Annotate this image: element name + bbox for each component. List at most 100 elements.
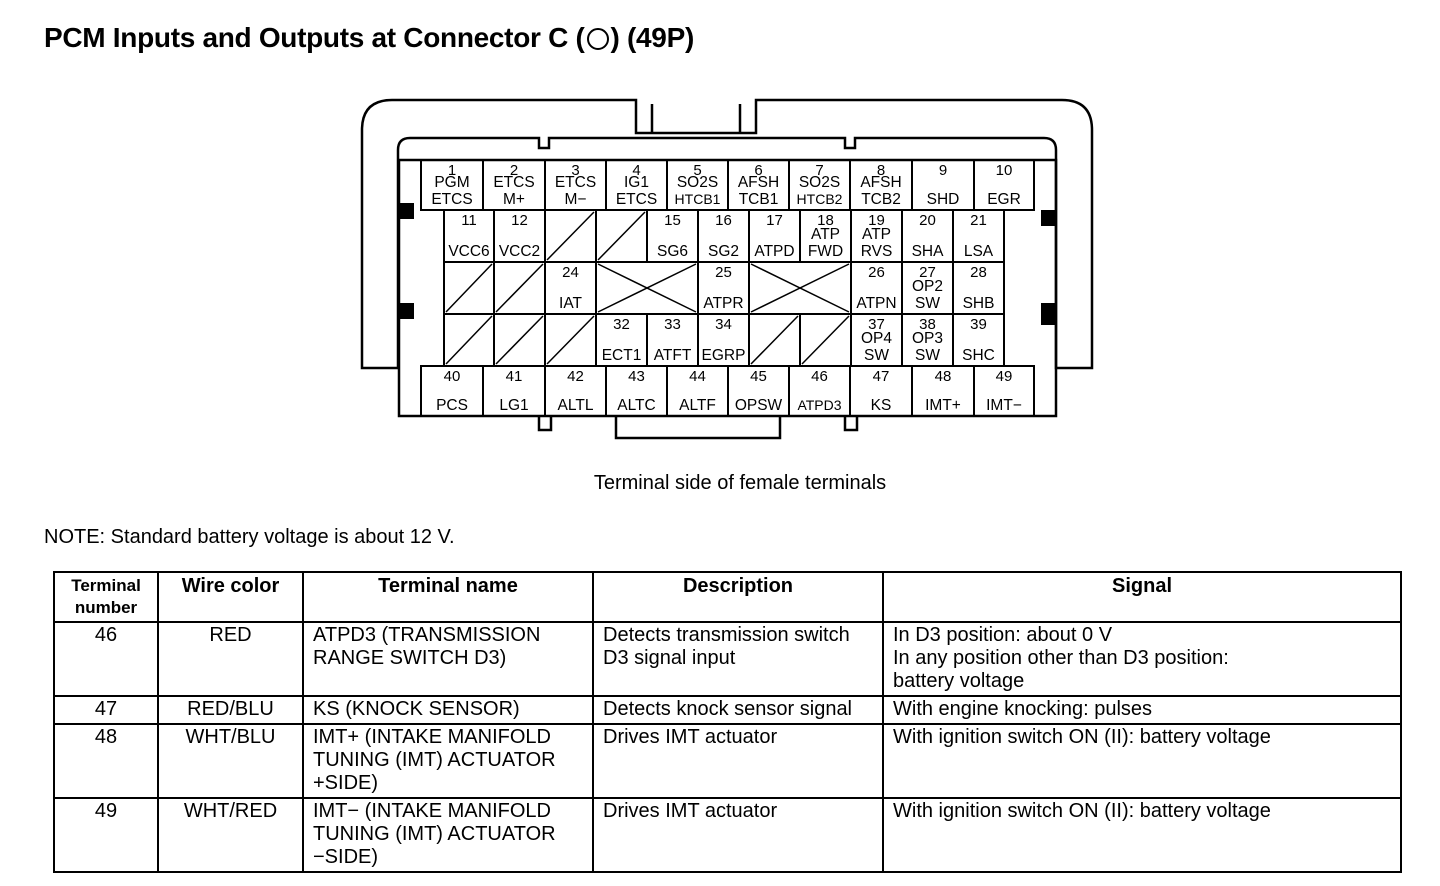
terminal-label: IMT− (986, 397, 1022, 414)
cell-terminal-name: ATPD3 (TRANSMISSION RANGE SWITCH D3) (302, 621, 594, 697)
terminal-label: TCB1 (739, 191, 779, 208)
cell-signal: In D3 position: about 0 V In any positio… (882, 621, 1402, 697)
terminal-number: 24 (562, 264, 579, 281)
terminal-label: VCC2 (499, 243, 540, 260)
terminal-label: IAT (559, 295, 582, 312)
page-title: PCM Inputs and Outputs at Connector C ()… (44, 22, 694, 54)
terminal-number: 43 (628, 368, 645, 385)
terminal-label: ATP (862, 226, 891, 243)
terminal-number: 5 (693, 162, 701, 179)
terminal-number: 42 (567, 368, 584, 385)
unused-cavity-slash (597, 263, 697, 313)
terminal-label: ATPD (754, 243, 794, 260)
header-terminal-number: Terminal number (53, 571, 159, 623)
terminal-number: 3 (571, 162, 579, 179)
terminal-label: ATPR (703, 295, 743, 312)
terminal-number: 46 (811, 368, 828, 385)
terminal-number: 44 (689, 368, 706, 385)
terminal-label: ALTF (679, 397, 716, 414)
diagram-caption: Terminal side of female terminals (593, 472, 887, 494)
connector-diagram: 1PGMETCS2ETCSM+3ETCSM−4IG1ETCS5SO2SHTCB1… (360, 98, 1094, 440)
header-terminal-name: Terminal name (302, 571, 594, 623)
terminal-label: PCS (436, 397, 468, 414)
terminal-signal-table: Terminal number Wire color Terminal name… (53, 571, 1402, 873)
terminal-label: LG1 (499, 397, 528, 414)
table-row: 47 RED/BLU KS (KNOCK SENSOR) Detects kno… (53, 695, 1402, 725)
terminal-label: KS (871, 397, 892, 414)
terminal-label: AFSH (738, 174, 779, 191)
terminal-number: 27 (919, 264, 936, 281)
terminal-label: ETCS (616, 191, 657, 208)
terminal-number: 15 (664, 212, 681, 229)
terminal-label: SHA (912, 243, 945, 260)
table-header-row: Terminal number Wire color Terminal name… (53, 571, 1402, 623)
terminal-number: 40 (444, 368, 461, 385)
terminal-label: PGM (434, 174, 469, 191)
terminal-number: 19 (868, 212, 885, 229)
cell-signal: With engine knocking: pulses (882, 695, 1402, 725)
terminal-label: LSA (964, 243, 994, 260)
terminal-label: SW (915, 347, 940, 364)
terminal-label: RVS (861, 243, 893, 260)
terminal-label: EGRP (702, 347, 746, 364)
terminal-label: ECT1 (602, 347, 642, 364)
terminal-label: OP2 (912, 278, 943, 295)
cell-signal: With ignition switch ON (II): battery vo… (882, 723, 1402, 799)
title-suffix: ) (49P) (610, 22, 695, 53)
cell-description: Detects knock sensor signal (592, 695, 884, 725)
terminal-number: 4 (632, 162, 640, 179)
terminal-number: 21 (970, 212, 987, 229)
terminal-label: IG1 (624, 174, 649, 191)
terminal-number: 16 (715, 212, 732, 229)
terminal-label: EGR (987, 191, 1021, 208)
terminal-label: SO2S (799, 174, 840, 191)
terminal-label: ATPN (856, 295, 896, 312)
terminal-number: 34 (715, 316, 732, 333)
terminal-label: SO2S (677, 174, 718, 191)
header-signal: Signal (882, 571, 1402, 623)
terminal-label: SHB (963, 295, 995, 312)
connector-housing (360, 98, 1094, 440)
terminal-number: 38 (919, 316, 936, 333)
terminal-number: 17 (766, 212, 783, 229)
terminal-number: 20 (919, 212, 936, 229)
terminal-number: 32 (613, 316, 630, 333)
terminal-label: SG6 (657, 243, 688, 260)
terminal-label: VCC6 (448, 243, 489, 260)
terminal-number: 48 (935, 368, 952, 385)
cell-terminal-number: 47 (53, 695, 159, 725)
cell-description: Detects transmission switch D3 signal in… (592, 621, 884, 697)
terminal-label: M− (565, 191, 587, 208)
terminal-number: 25 (715, 264, 732, 281)
terminal-label: OPSW (735, 397, 783, 414)
terminal-label: IMT+ (925, 397, 961, 414)
terminal-number: 10 (996, 162, 1013, 179)
terminal-label: OP3 (912, 330, 943, 347)
terminal-number: 49 (996, 368, 1013, 385)
cell-description: Drives IMT actuator (592, 797, 884, 873)
unused-cavity-slash (546, 315, 595, 365)
latch-marks (400, 203, 1055, 325)
terminal-number: 41 (506, 368, 523, 385)
circle-icon (586, 28, 609, 50)
header-wire-color: Wire color (157, 571, 304, 623)
terminal-number: 28 (970, 264, 987, 281)
